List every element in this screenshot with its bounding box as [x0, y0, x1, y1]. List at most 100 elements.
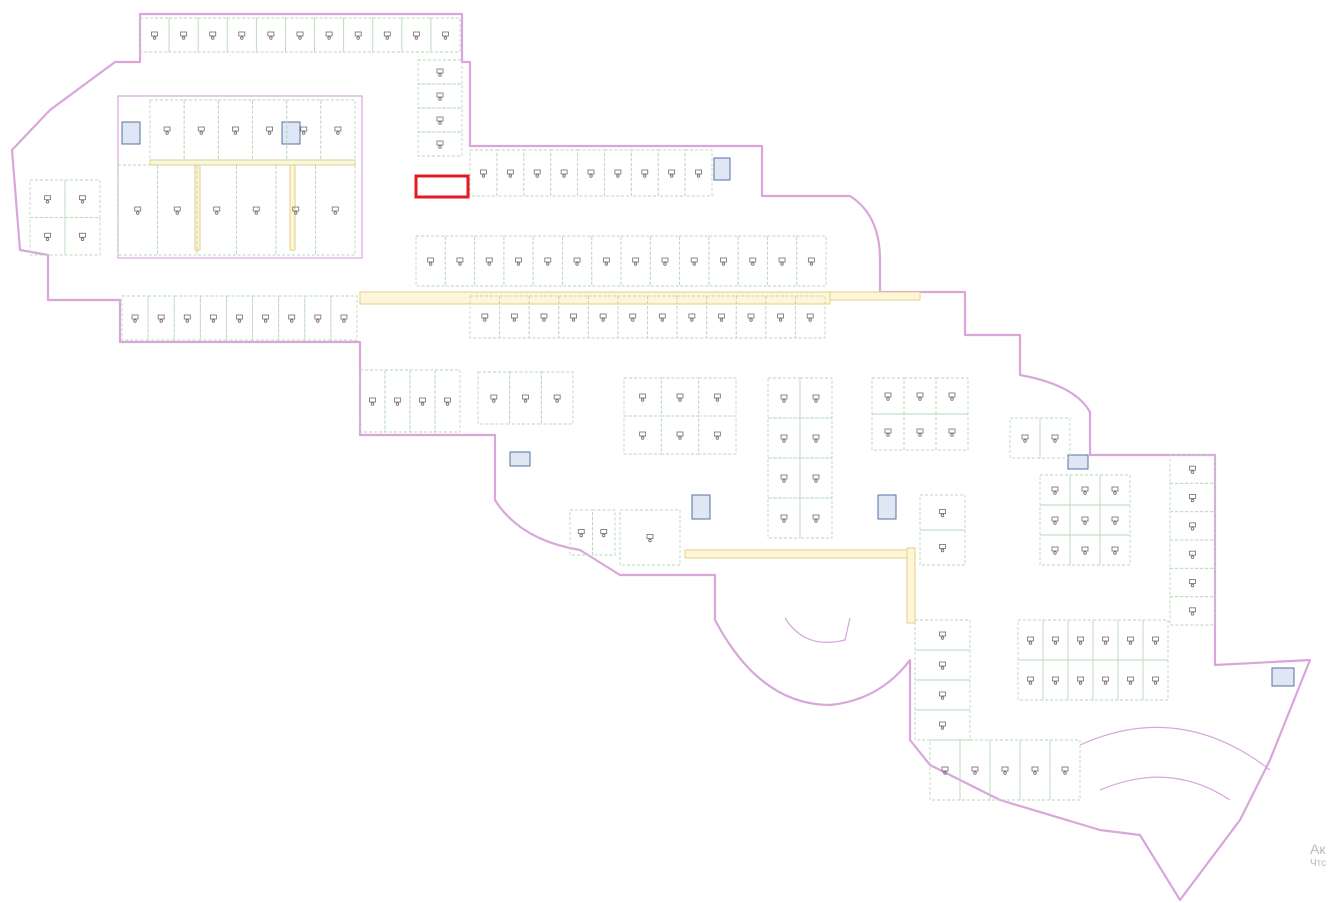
room-cell — [275, 164, 316, 256]
chair-icon — [943, 771, 947, 775]
stair-2 — [281, 121, 301, 145]
desk-icon — [780, 474, 788, 480]
desk-icon — [747, 313, 755, 319]
room-cell — [359, 369, 386, 433]
desk-icon — [948, 392, 956, 398]
chair-icon — [579, 533, 583, 538]
chair-icon — [778, 318, 783, 322]
desk-icon — [939, 661, 946, 667]
room-cell — [799, 377, 833, 419]
desk-icon — [661, 257, 669, 263]
chair-icon — [575, 262, 579, 266]
chair-icon — [290, 319, 294, 323]
room-cell — [1039, 504, 1071, 536]
room-cell — [384, 369, 411, 433]
stair-5 — [691, 494, 711, 520]
room-cell — [794, 295, 826, 339]
chair-icon — [263, 319, 268, 323]
chair-icon — [481, 174, 486, 178]
room-cell — [592, 509, 616, 556]
room-cell — [477, 371, 511, 425]
room-cell — [914, 619, 971, 651]
desk-icon — [436, 116, 444, 122]
room-cell — [767, 377, 801, 419]
chair-icon — [678, 436, 682, 440]
desk-icon — [331, 206, 339, 212]
desk-icon — [1189, 579, 1196, 584]
stair-6 — [877, 494, 897, 520]
desk-icon — [209, 314, 217, 320]
chair-icon — [555, 399, 559, 403]
desk-icon — [713, 393, 721, 399]
desk-icon — [262, 314, 270, 320]
chair-icon — [1113, 551, 1117, 555]
room-cell — [343, 17, 374, 53]
west-corridor-a — [194, 159, 201, 251]
desk-icon — [971, 766, 979, 772]
desk-icon — [510, 313, 518, 319]
room-cell — [623, 377, 662, 417]
room-cell — [708, 235, 739, 287]
room-cell — [1042, 659, 1069, 701]
desk-icon — [614, 169, 622, 175]
room-cell — [474, 235, 505, 287]
desk-icon — [1051, 546, 1059, 552]
room-cell — [469, 149, 498, 197]
chair-icon — [512, 318, 517, 322]
chair-icon — [692, 262, 696, 266]
chair-icon — [690, 318, 694, 322]
desk-icon — [236, 314, 243, 320]
main-corridor — [359, 291, 831, 305]
room-cell — [197, 17, 228, 53]
chair-icon — [385, 36, 389, 40]
desk-icon — [602, 257, 610, 263]
highlighted-room[interactable] — [414, 174, 470, 199]
chair-icon — [814, 519, 818, 523]
desk-icon — [806, 313, 814, 319]
desk-icon — [1077, 636, 1084, 642]
room-cell — [871, 413, 905, 451]
desk-icon — [577, 529, 585, 534]
room-cell — [1169, 539, 1216, 569]
chair-icon — [333, 211, 337, 215]
desk-icon — [134, 206, 142, 212]
desk-icon — [354, 31, 362, 37]
desk-icon — [252, 206, 260, 212]
room-cell — [430, 17, 461, 53]
room-cell — [372, 17, 403, 53]
desk-icon — [1051, 516, 1059, 522]
chair-icon — [782, 479, 786, 483]
chair-icon — [185, 319, 189, 323]
desk-icon — [1077, 676, 1084, 682]
desk-icon — [713, 431, 721, 437]
chair-icon — [181, 36, 186, 40]
desk-icon — [540, 313, 548, 319]
chair-icon — [133, 319, 137, 323]
chair-icon — [45, 237, 50, 241]
room-cell — [417, 131, 463, 157]
chair-icon — [1053, 641, 1058, 645]
desk-icon — [807, 257, 815, 263]
chair-icon — [886, 397, 890, 401]
chair-icon — [438, 97, 442, 101]
chair-icon — [1053, 521, 1057, 525]
desk-icon — [79, 232, 86, 238]
room-cell — [603, 149, 632, 197]
room-cell — [799, 417, 833, 459]
chair-icon — [1190, 527, 1195, 531]
desk-icon — [1152, 676, 1159, 682]
desk-icon — [267, 31, 275, 37]
stair-8 — [1271, 667, 1295, 687]
chair-icon — [1063, 771, 1067, 775]
desk-icon — [632, 257, 640, 263]
chair-icon — [233, 131, 238, 135]
chair-icon — [1153, 641, 1158, 645]
room-cell — [320, 99, 356, 161]
chair-icon — [1103, 641, 1108, 645]
chair-icon — [940, 726, 945, 730]
room-cell — [540, 371, 574, 425]
desk-icon — [1189, 465, 1196, 471]
desk-icon — [444, 397, 451, 403]
desk-icon — [1051, 434, 1059, 440]
room-cell — [157, 164, 198, 256]
